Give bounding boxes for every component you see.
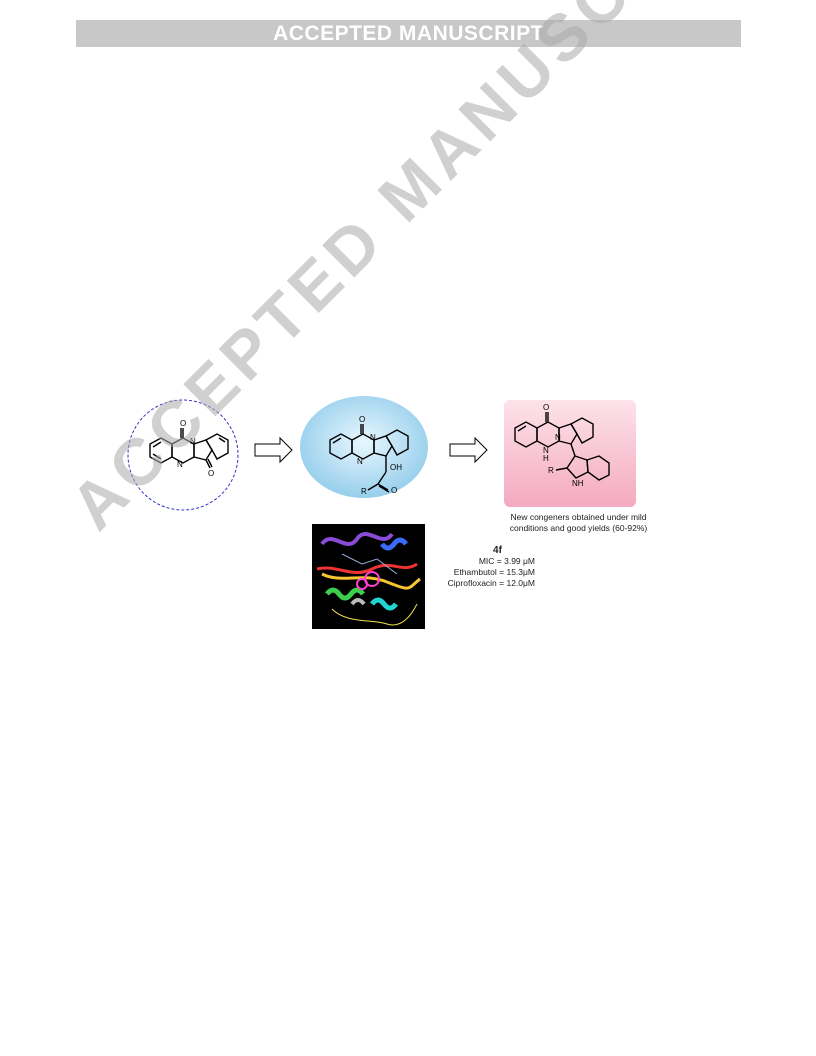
- atom-nh: NH: [572, 479, 584, 488]
- atom-n: N: [357, 457, 363, 466]
- compound-id: 4f: [493, 545, 502, 556]
- ethambutol-value: Ethambutol = 15.3μM: [453, 567, 535, 577]
- product-caption: New congeners obtained under mild condit…: [491, 512, 666, 534]
- atom-n: N: [190, 437, 196, 446]
- atom-r: R: [548, 466, 554, 475]
- pink-product-box: [504, 400, 636, 507]
- mic-value: MIC = 3.99 μM: [478, 556, 535, 566]
- reaction-arrow-2: [449, 436, 488, 464]
- reaction-scheme: O N N O: [127, 396, 636, 511]
- atom-o: O: [208, 469, 214, 478]
- atom-n: N: [177, 460, 183, 469]
- caption-line-1: New congeners obtained under mild: [510, 512, 647, 522]
- atom-r: R: [361, 487, 367, 496]
- intermediate: O N N OH R O: [300, 396, 428, 498]
- ciprofloxacin-value: Ciprofloxacin = 12.0μM: [447, 578, 535, 588]
- atom-oh: OH: [390, 463, 402, 472]
- atom-o: O: [391, 486, 397, 495]
- compound-activity: 4f MIC = 3.99 μM Ethambutol = 15.3μM Cip…: [420, 545, 535, 589]
- intermediate-structure: [329, 424, 409, 493]
- graphical-abstract: O N N O: [120, 390, 660, 635]
- atom-o: O: [180, 419, 186, 428]
- accepted-manuscript-banner: ACCEPTED MANUSCRIPT: [76, 20, 741, 47]
- caption-line-2: conditions and good yields (60-92%): [509, 523, 648, 533]
- atom-h: H: [543, 454, 549, 463]
- atom-n: N: [555, 433, 561, 442]
- banner-text: ACCEPTED MANUSCRIPT: [273, 21, 544, 45]
- starting-material: O N N O: [127, 399, 239, 511]
- atom-o: O: [543, 403, 549, 412]
- protein-docking-image: [312, 524, 425, 629]
- dashed-circle: [127, 399, 239, 511]
- product-structure: [514, 412, 610, 481]
- tryptanthrin-structure: [149, 428, 229, 469]
- atom-n: N: [370, 433, 376, 442]
- atom-n: N: [543, 446, 549, 455]
- atom-o: O: [359, 415, 365, 424]
- reaction-arrow-1: [254, 436, 293, 464]
- product: O N N H R NH: [504, 400, 636, 507]
- blue-ellipse: [300, 396, 428, 498]
